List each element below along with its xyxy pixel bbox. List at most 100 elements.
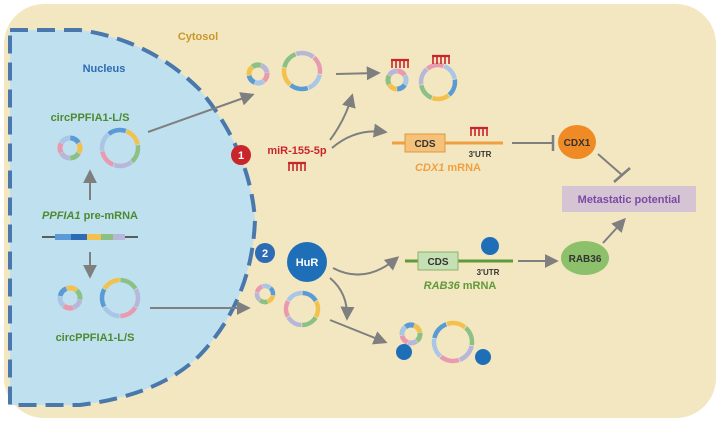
hur-protein [287, 242, 327, 282]
cdx1-mrna-gene: CDX1 [415, 162, 444, 174]
nucleus-label: Nucleus [83, 63, 126, 75]
cdx1-protein-label: CDX1 [564, 138, 591, 149]
circ-rings-hur-bound [399, 320, 475, 364]
circrna-segment [396, 83, 407, 92]
circrna-segment [69, 151, 81, 161]
cdx1-protein [558, 125, 596, 159]
circrna-segment [439, 354, 460, 364]
arrow-hur-to-rab36 [332, 256, 400, 276]
circrna-ring [283, 290, 321, 328]
circrna-segment [246, 65, 254, 76]
circrna-segment [246, 74, 256, 85]
circrna-segment [260, 63, 270, 74]
circrna-segment [120, 277, 138, 291]
rab36-cds-label: CDS [427, 257, 448, 268]
circrna-segment [464, 326, 475, 346]
circrna-segment [102, 305, 120, 319]
nucleus-region [8, 28, 258, 407]
circrna-segment [443, 64, 457, 80]
step1-number: 1 [238, 150, 244, 162]
circrna-segment [387, 83, 398, 92]
circrna-segment [266, 294, 276, 304]
circrna-segment [419, 84, 433, 100]
metastatic-potential-box [562, 186, 696, 212]
circrna-segment [125, 129, 140, 146]
circrna-segment [59, 135, 71, 145]
step2-badge [255, 243, 275, 263]
circrna-segment [402, 74, 409, 86]
arrow-rab36-to-metastasis [602, 217, 626, 244]
rab36-utr-label: 3'UTR [477, 268, 500, 277]
circrna-segment [254, 78, 266, 86]
circrna-segment [254, 284, 264, 294]
cdx1-cds-label: CDS [414, 139, 435, 150]
cdx1-utr-label: 3'UTR [469, 150, 492, 159]
step1-badge [231, 145, 251, 165]
circrna-segment [289, 83, 309, 92]
rab36-protein-label: RAB36 [569, 254, 602, 265]
circrna-segment [458, 345, 474, 362]
arrow-hur-down [329, 277, 355, 321]
cytosol-label: Cytosol [178, 31, 218, 43]
circrna-segment [282, 52, 297, 69]
circ-rings-nucleus-bottom [57, 277, 141, 319]
circrna-segment [130, 144, 141, 164]
inhibit-metastasis-bar [613, 167, 631, 183]
circ-rings-cytosol-top [246, 50, 323, 92]
cdx1-cds-box [404, 133, 446, 153]
circrna-ring [399, 322, 423, 346]
inhibit-metastasis [597, 153, 623, 176]
circrna-ring [418, 62, 458, 102]
step2-number: 2 [262, 248, 268, 260]
circrna-segment [385, 74, 392, 86]
circrna-ring [385, 68, 409, 92]
circ-rings-sponged [385, 62, 458, 102]
circ-bottom-label: circPPFIA1-L/S [56, 332, 135, 344]
circrna-segment [307, 73, 322, 90]
hur-bound-small [396, 344, 412, 360]
circrna-segment [262, 72, 270, 83]
mirna-symbol [288, 161, 306, 171]
circrna-segment [107, 127, 127, 136]
hur-label: HuR [296, 257, 319, 269]
arrow-to-sponge [335, 66, 381, 81]
circrna-segment [69, 135, 81, 145]
circrna-segment [59, 151, 71, 161]
circrna-segment [313, 300, 321, 318]
circrna-segment [102, 277, 120, 290]
circrna-segment [403, 322, 415, 330]
circrna-segment [447, 79, 458, 97]
rab36-cds-box [417, 251, 459, 271]
circrna-segment [413, 323, 423, 334]
pre-mrna-suffix: pre-mRNA [81, 210, 139, 222]
circrna-segment [407, 338, 419, 346]
circrna-segment [57, 296, 66, 308]
mirna-label: miR-155-5p [267, 145, 327, 157]
mirna-on-utr [470, 126, 488, 136]
rab36-mrna-suffix: mRNA [460, 280, 497, 292]
pre-mrna-gene: PPFIA1 [42, 210, 81, 222]
circrna-segment [431, 93, 450, 102]
circrna-ring [57, 285, 83, 311]
circrna-segment [283, 300, 291, 318]
arrow-mirna-to-circ [329, 93, 356, 141]
arrow-mirna-to-cdx1 [331, 123, 388, 149]
circrna-segment [418, 67, 429, 85]
mirna-on-small-ring [391, 58, 409, 68]
circrna-segment [286, 290, 303, 302]
metastatic-potential-label: Metastatic potential [578, 194, 681, 206]
arrow-to-hur-bound [329, 319, 388, 345]
circrna-segment [76, 141, 83, 155]
circrna-ring [431, 320, 475, 364]
circrna-segment [72, 299, 83, 310]
export-arrow-top [147, 92, 255, 133]
rab36-protein [561, 241, 609, 275]
circ-rings-nucleus-top [57, 127, 141, 169]
circrna-segment [415, 332, 423, 343]
circrna-ring [254, 283, 276, 305]
circrna-segment [62, 303, 75, 311]
circrna-segment [99, 132, 110, 152]
cdx1-mrna-label: CDX1 mRNA [415, 162, 481, 174]
